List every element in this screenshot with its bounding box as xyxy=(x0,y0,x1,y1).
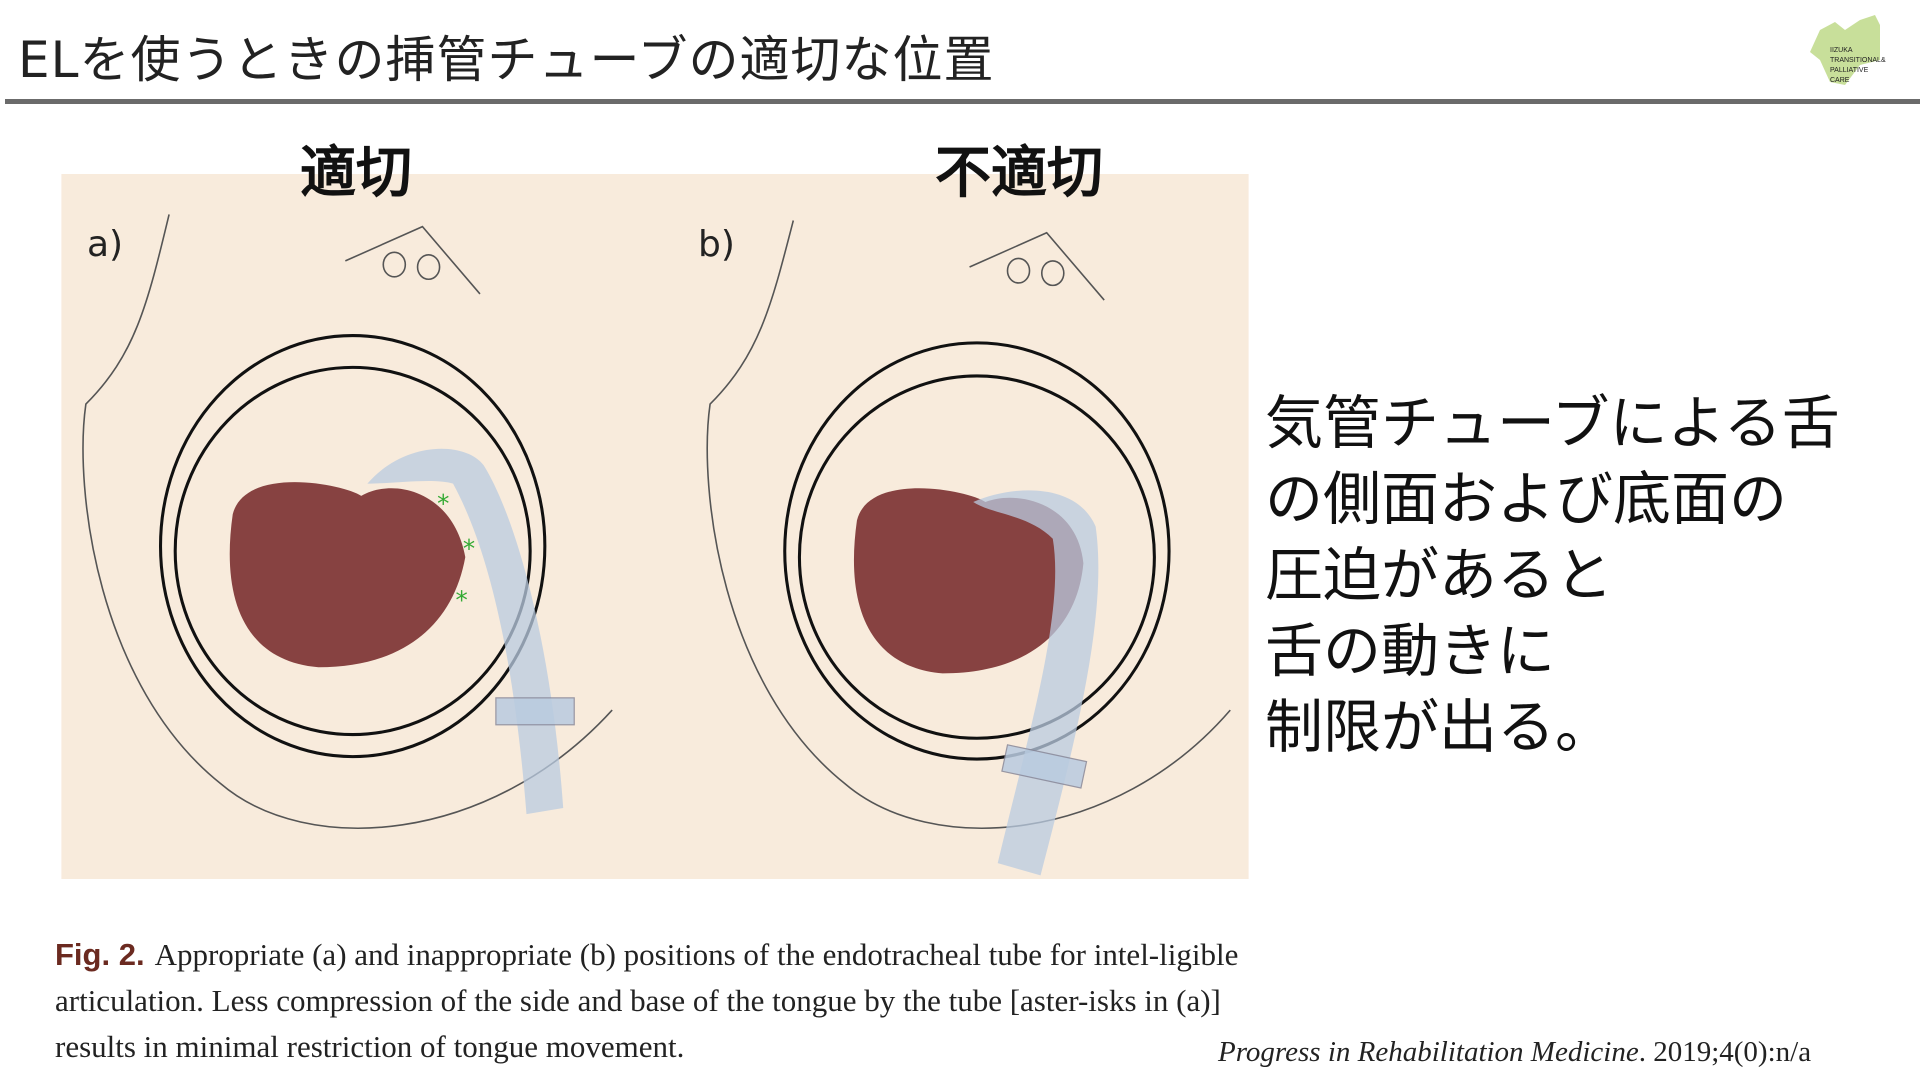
intubation-diagram: * * * xyxy=(61,174,1249,879)
figure-caption: Fig. 2.Appropriate (a) and inappropriate… xyxy=(55,932,1255,1070)
title-divider xyxy=(5,99,1920,104)
tongue-a xyxy=(229,482,466,668)
label-appropriate: 適切 xyxy=(300,141,412,206)
explanation-line: 舌の動きに xyxy=(1265,617,1556,685)
explanation-line: の側面および底面の xyxy=(1265,465,1788,533)
svg-text:IIZUKA: IIZUKA xyxy=(1830,47,1853,54)
svg-text:*: * xyxy=(463,534,475,563)
face-a xyxy=(82,214,613,829)
label-inappropriate: 不適切 xyxy=(935,141,1103,206)
citation-journal: Progress in Rehabilitation Medicine xyxy=(1218,1036,1639,1068)
citation: Progress in Rehabilitation Medicine. 201… xyxy=(1218,1036,1811,1069)
svg-text:TRANSITIONAL&: TRANSITIONAL& xyxy=(1830,57,1886,64)
explanation-line: 気管チューブによる舌 xyxy=(1265,389,1840,457)
panel-a-label: a) xyxy=(87,224,124,265)
tube-a xyxy=(367,448,564,815)
svg-text:*: * xyxy=(455,586,467,615)
itpc-logo: IIZUKA TRANSITIONAL& PALLIATIVE CARE xyxy=(1810,15,1886,85)
tongue-b xyxy=(853,488,1084,674)
citation-details: . 2019;4(0):n/a xyxy=(1638,1036,1812,1068)
figure-label: Fig. 2. xyxy=(55,937,145,972)
explanation-line: 圧迫があると xyxy=(1265,541,1614,609)
explanation-line: 制限が出る。 xyxy=(1265,693,1614,761)
panel-b-label: b) xyxy=(698,224,735,265)
figure-illustration: * * * a) b) xyxy=(61,174,1249,879)
svg-text:*: * xyxy=(437,489,449,518)
svg-text:CARE: CARE xyxy=(1830,77,1850,84)
slide-title: ELを使うときの挿管チューブの適切な位置 xyxy=(18,31,995,89)
explanation-text: 気管チューブによる舌 の側面および底面の 圧迫があると 舌の動きに 制限が出る。 xyxy=(1265,385,1840,765)
svg-text:PALLIATIVE: PALLIATIVE xyxy=(1830,67,1869,74)
caption-text: Appropriate (a) and inappropriate (b) po… xyxy=(55,937,1239,1064)
tube-b xyxy=(973,490,1099,876)
